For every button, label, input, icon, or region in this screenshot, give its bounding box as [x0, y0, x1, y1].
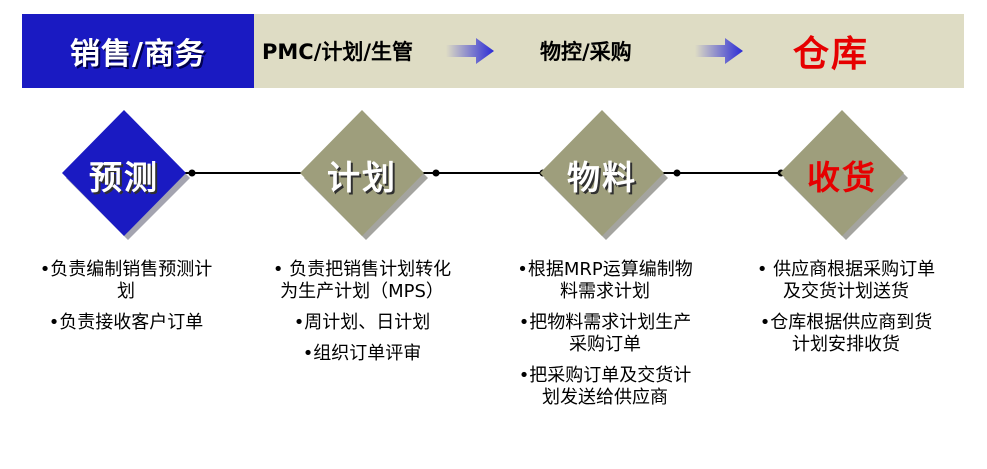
stage-pmc: PMC/计划/生管 — [262, 14, 413, 88]
description-item: •仓库根据供应商到货计划安排收货 — [759, 312, 933, 355]
description-item: •负责编制销售预测计划 — [39, 259, 213, 302]
connector-dot — [673, 169, 681, 177]
description-item: •周计划、日计划 — [293, 312, 431, 333]
description-item: •组织订单评审 — [302, 343, 422, 364]
node-plan-label: 计划 — [327, 158, 397, 197]
description-item: •把物料需求计划生产采购订单 — [518, 312, 692, 355]
node-plan-description: • 负责把销售计划转化为生产计划（MPS） •周计划、日计划 •组织订单评审 — [270, 259, 454, 374]
description-item: •把采购订单及交货计划发送给供应商 — [518, 365, 692, 408]
stage-pmc-label: PMC/计划/生管 — [262, 40, 414, 64]
connector-dot — [188, 169, 196, 177]
node-receiving-label: 收货 — [807, 158, 877, 197]
stage-sales: 销售/商务 — [22, 14, 254, 88]
node-forecast-description: •负责编制销售预测计划 •负责接收客户订单 — [34, 259, 218, 343]
arrow-right-icon — [446, 38, 494, 64]
description-item: •负责接收客户订单 — [48, 312, 204, 333]
description-item: • 负责把销售计划转化为生产计划（MPS） — [272, 259, 452, 302]
description-item: •根据MRP运算编制物料需求计划 — [517, 259, 693, 302]
stage-warehouse-label: 仓库 — [793, 34, 870, 75]
stage-sales-label: 销售/商务 — [70, 37, 206, 72]
stage-material-control-label: 物控/采购 — [540, 40, 632, 64]
description-item: • 供应商根据采购订单及交货计划送货 — [756, 259, 936, 302]
node-material-label: 物料 — [567, 158, 637, 197]
stage-material-control: 物控/采购 — [540, 14, 632, 88]
node-plan-diamond — [300, 110, 424, 236]
node-forecast-label: 预测 — [89, 158, 159, 197]
node-material-description: •根据MRP运算编制物料需求计划 •把物料需求计划生产采购订单 •把采购订单及交… — [512, 259, 698, 418]
stage-warehouse: 仓库 — [793, 14, 869, 88]
node-material-diamond — [540, 110, 664, 236]
arrow-right-icon — [695, 38, 743, 64]
node-forecast-diamond — [62, 110, 186, 236]
connector-dot — [432, 169, 440, 177]
node-receiving-diamond — [780, 110, 904, 236]
node-receiving-description: • 供应商根据采购订单及交货计划送货 •仓库根据供应商到货计划安排收货 — [754, 259, 938, 365]
